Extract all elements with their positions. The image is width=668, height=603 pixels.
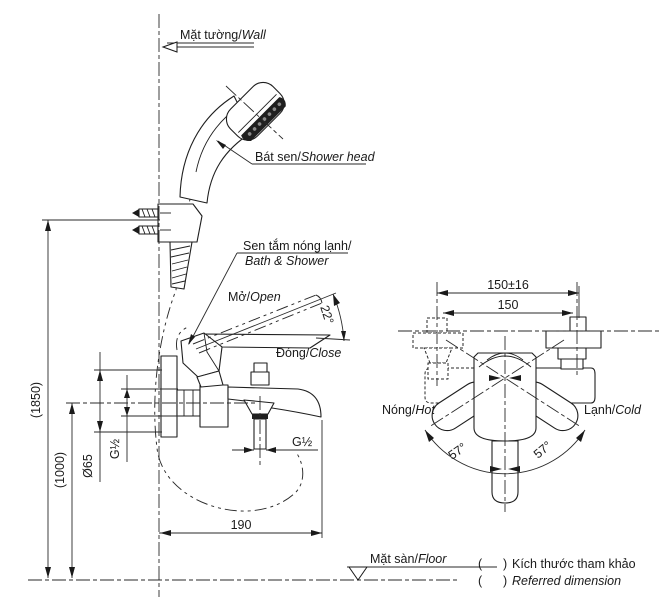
supply-fitting-right: [545, 316, 602, 370]
mixer-label-en: Bath & Shower: [245, 254, 329, 268]
hot-label-en: Hot: [415, 403, 435, 417]
wall-bracket: [132, 203, 203, 290]
svg-text:Bát sen/Shower head: Bát sen/Shower head: [255, 150, 376, 164]
wall-flange: [160, 355, 178, 438]
shower-head-label-en: Shower head: [301, 150, 376, 164]
open-angle-dimension: 22°: [195, 292, 351, 350]
dimension-outlet-thread: G½: [232, 435, 318, 453]
inlet-thread-value: G½: [108, 438, 122, 459]
shower-head-label: Bát sen/Shower head: [216, 140, 376, 165]
hot-label: Nóng/Hot: [382, 403, 435, 417]
outlet-thread-value: G½: [292, 435, 313, 449]
legend-note-vi: Kích thước tham khảo: [512, 557, 636, 571]
close-label-vi: Đóng/: [276, 346, 310, 360]
cold-label: Lạnh/Cold: [584, 403, 642, 417]
spout-reach-value: 190: [231, 518, 252, 532]
legend-paren-close-2: ): [503, 574, 507, 588]
valve-body: [199, 384, 229, 428]
dimension-inlet-thread: G½: [108, 375, 178, 462]
legend: () Kích thước tham khảo () Referred dimens…: [478, 557, 636, 588]
front-view: 22°: [132, 81, 351, 512]
dimension-1850: (1850): [29, 219, 160, 578]
svg-text:Mặt tường/Wall: Mặt tường/Wall: [180, 28, 267, 42]
close-label-en: Close: [309, 346, 341, 360]
spout: [227, 386, 322, 418]
dimension-1000: (1000): [53, 403, 75, 578]
open-label-vi: Mở/: [228, 290, 251, 304]
shower-head: [225, 81, 286, 142]
open-angle-value: 22°: [317, 304, 336, 326]
mixer-body: [160, 332, 331, 450]
mixer-height-value: (1000): [53, 452, 67, 488]
legend-note-en: Referred dimension: [512, 574, 621, 588]
hot-label-vi: Nóng/: [382, 403, 416, 417]
floor-label-en: Floor: [418, 552, 447, 566]
wall-arrow: [161, 41, 178, 53]
floor-label-vi: Mặt sàn/: [370, 552, 418, 566]
center-range-value: 150±16: [487, 278, 529, 292]
cold-label-en: Cold: [615, 403, 642, 417]
open-label: Mở/Open: [228, 290, 281, 304]
handle-plan-grip: [491, 440, 519, 504]
center-distance-value: 150: [498, 298, 519, 312]
legend-paren-open-2: (: [478, 574, 483, 588]
mixer-label-vi: Sen tắm nóng lạnh/: [243, 238, 352, 253]
handle-open-phantom: [176, 294, 323, 354]
close-label: Đóng/Close: [276, 346, 341, 360]
dimension-flange-diameter: Ø65: [81, 352, 162, 482]
diverter-knob: [253, 362, 268, 373]
open-label-en: Open: [250, 290, 281, 304]
legend-row-vi: () Kích thước tham khảo: [478, 557, 636, 571]
dimension-150: 150: [443, 298, 573, 316]
legend-paren-close-1: ): [503, 557, 507, 571]
wall-label-en: Wall: [242, 28, 267, 42]
mounting-screws: [132, 208, 159, 235]
legend-row-en: () Referred dimension: [478, 574, 621, 588]
shower-head-label-vi: Bát sen/: [255, 150, 301, 164]
mixer-label: Sen tắm nóng lạnh/ Bath & Shower: [188, 238, 352, 345]
svg-text:Sen tắm nóng lạnh/: Sen tắm nóng lạnh/: [243, 238, 352, 253]
floor-level-triangle: [348, 566, 368, 581]
flange-diameter-value: Ø65: [81, 454, 95, 478]
wall-label: Mặt tường/Wall: [161, 28, 267, 53]
swing-right-value: 57°: [531, 438, 554, 461]
shower-head-axis: [225, 85, 284, 140]
top-view: 57° 57°: [412, 316, 602, 504]
legend-paren-open-1: (: [478, 557, 483, 571]
dimension-150-range: 150±16: [437, 278, 580, 318]
dimension-190: 190: [159, 420, 323, 538]
floor-symbol: Mặt sàn/Floor: [347, 552, 497, 581]
cold-label-vi: Lạnh/: [584, 403, 616, 417]
spout-outlet-flare: [243, 399, 275, 415]
total-height-value: (1850): [29, 382, 43, 418]
wall-label-vi: Mặt tường/: [180, 28, 242, 42]
floor-label: Mặt sàn/Floor: [370, 552, 447, 566]
swing-left-value: 57°: [446, 440, 470, 462]
